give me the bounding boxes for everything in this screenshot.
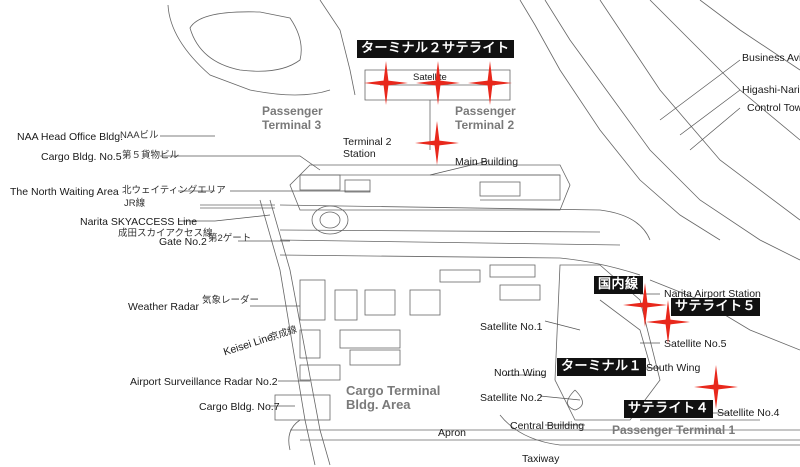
main-building-label: Main Building — [455, 156, 519, 168]
station-label-line: Terminal 2 — [343, 136, 392, 148]
satellite-1-label: Satellite No.1 — [480, 321, 543, 333]
marker-star-icon — [694, 365, 738, 409]
area-label-line: Cargo Terminal — [346, 383, 441, 398]
area-label-line: Terminal 2 — [455, 118, 515, 132]
gate-2-label: Gate No.2 — [159, 236, 207, 248]
passenger-terminal-3-label: Passenger Terminal 3 — [262, 104, 323, 132]
area-label-line: Bldg. Area — [346, 397, 411, 412]
jr-line-label: JR線 — [124, 198, 146, 209]
marker-star-icon — [415, 121, 459, 165]
station-label-line: Station — [343, 148, 376, 160]
cargo-terminal-area-label: Cargo Terminal Bldg. Area — [346, 384, 440, 412]
satellite-4-label: Satellite No.4 — [717, 407, 780, 419]
central-building-label: Central Building — [510, 420, 585, 432]
north-wing-label: North Wing — [494, 367, 547, 379]
north-waiting-area-jp-label: 北ウェイティングエリア — [122, 185, 226, 196]
domestic-tag[interactable]: 国内線 — [594, 276, 643, 294]
taxiway-label: Taxiway — [522, 453, 560, 465]
gate-2-jp-label: 第2ゲート — [208, 233, 252, 244]
passenger-terminal-2-label: Passenger Terminal 2 — [455, 104, 516, 132]
narita-sky-access-label: Narita SKYACCESS Line — [80, 216, 198, 228]
satellite-5-tag[interactable]: サテライト５ — [671, 298, 761, 316]
south-wing-label: South Wing — [646, 362, 701, 374]
t2-satellite-tag[interactable]: ターミナル２サテライト — [357, 40, 514, 58]
cargo-bldg-5-label: Cargo Bldg. No.5 — [41, 151, 122, 163]
passenger-terminal-1-label: Passenger Terminal 1 — [612, 423, 736, 437]
naa-head-office-label: NAA Head Office Bldg. — [17, 131, 124, 143]
satellite-4-tag[interactable]: サテライト４ — [624, 400, 714, 418]
marker-star-icon — [623, 283, 667, 327]
t2-satellite-label: Satellite — [413, 72, 447, 83]
area-label-line: Passenger — [262, 104, 323, 118]
narita-sky-access-jp-label: 成田スカイアクセス線 — [118, 228, 213, 239]
satellite-2-label: Satellite No.2 — [480, 392, 543, 404]
cargo-bldg-5-jp-label: 第５貨物ビル — [122, 150, 180, 161]
marker-star-icon — [364, 61, 408, 105]
weather-radar-jp-label: 気象レーダー — [202, 295, 260, 306]
naa-head-office-jp-label: NAAビル — [120, 130, 159, 141]
area-label-line: Terminal 3 — [262, 118, 322, 132]
terminal-2-station-label: Terminal 2 Station — [343, 136, 391, 160]
weather-radar-label: Weather Radar — [128, 301, 200, 313]
satellite-5-label: Satellite No.5 — [664, 338, 727, 350]
airport-surveillance-radar-label: Airport Surveillance Radar No.2 — [130, 376, 278, 388]
north-waiting-area-label: The North Waiting Area — [10, 186, 119, 198]
higashi-narita-label: Higashi-Narita — [742, 84, 800, 96]
area-label-line: Passenger — [455, 104, 516, 118]
terminal-1-tag[interactable]: ターミナル１ — [557, 358, 647, 376]
business-aviation-label: Business Avi — [742, 52, 800, 64]
cargo-bldg-7-label: Cargo Bldg. No.7 — [199, 401, 280, 413]
marker-star-icon — [416, 61, 460, 105]
control-tower-label: Control Tow — [747, 102, 800, 114]
apron-label: Apron — [438, 427, 467, 439]
marker-star-icon — [646, 300, 690, 344]
narita-airport-station-label: Narita Airport Station — [664, 288, 761, 300]
marker-star-icon — [468, 61, 512, 105]
